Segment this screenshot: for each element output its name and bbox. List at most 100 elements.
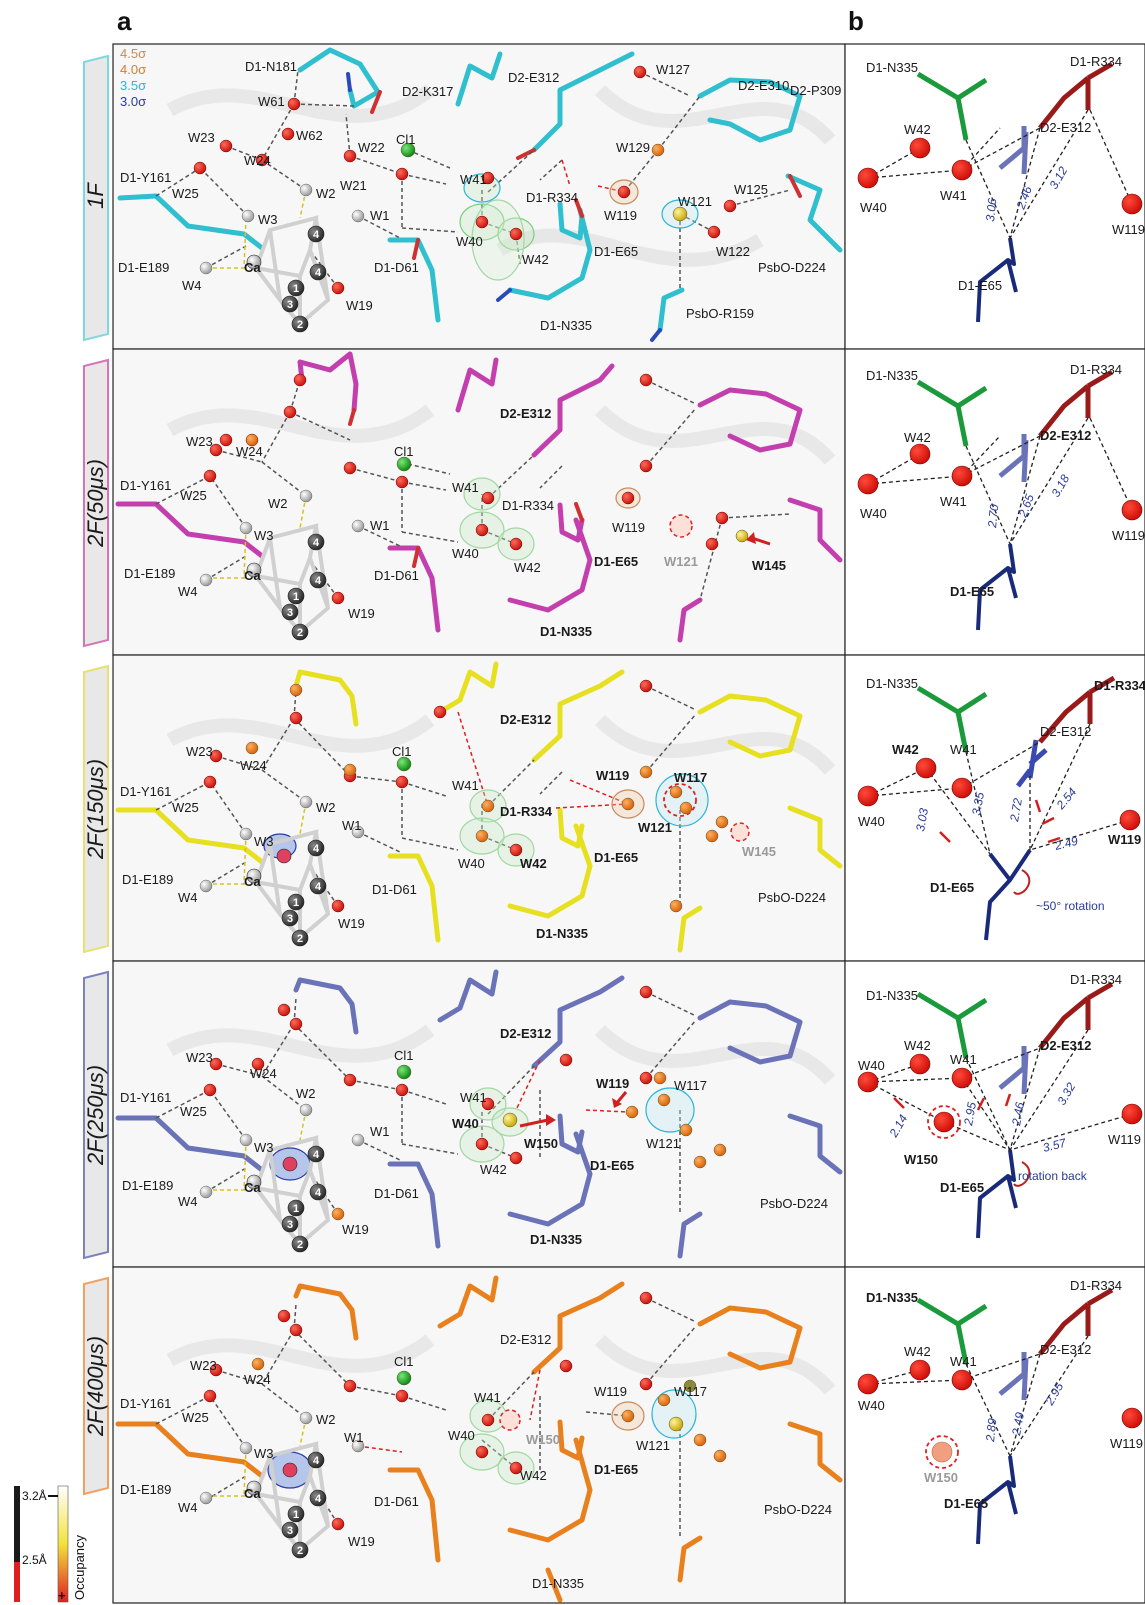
- side-tabs: 1F 2F(50μs) 2F(150μs) 2F(250μs) 2F(400μs…: [83, 54, 109, 1496]
- panel-b-2F-150us: D1-N335 D1-R334 W42 W41 D2-E312 W40 W119…: [857, 675, 1145, 941]
- svg-text:2: 2: [297, 319, 303, 331]
- svg-text:W119: W119: [596, 1076, 629, 1091]
- svg-text:4.5σ: 4.5σ: [120, 46, 146, 61]
- svg-text:W3: W3: [254, 1446, 274, 1461]
- svg-text:D1-D61: D1-D61: [374, 1186, 419, 1201]
- svg-text:W40: W40: [860, 506, 887, 521]
- svg-text:W24: W24: [244, 153, 271, 168]
- svg-text:W19: W19: [346, 298, 373, 313]
- tab-2F-250us: 2F(250μs): [83, 970, 109, 1260]
- svg-text:2.5Å: 2.5Å: [22, 1552, 47, 1567]
- svg-text:W25: W25: [182, 1410, 209, 1425]
- svg-text:2F(50μs): 2F(50μs): [83, 459, 108, 548]
- svg-text:D1-E189: D1-E189: [118, 260, 169, 275]
- tab-2F-150us: 2F(150μs): [83, 664, 109, 954]
- svg-text:3: 3: [287, 607, 293, 619]
- svg-text:D1-E65: D1-E65: [958, 278, 1002, 293]
- svg-text:3: 3: [287, 1219, 293, 1231]
- svg-text:D1-D61: D1-D61: [374, 1494, 419, 1509]
- svg-text:W19: W19: [338, 916, 365, 931]
- svg-text:W41: W41: [474, 1390, 501, 1405]
- svg-text:Cl1: Cl1: [394, 444, 414, 459]
- svg-text:D1-N335: D1-N335: [866, 60, 918, 75]
- svg-text:D2-E312: D2-E312: [1040, 1342, 1091, 1357]
- svg-text:PsbO-R159: PsbO-R159: [686, 306, 754, 321]
- panel-letter-b: b: [848, 6, 864, 36]
- svg-text:D2-E312: D2-E312: [508, 70, 559, 85]
- svg-text:Cl1: Cl1: [394, 1354, 414, 1369]
- panel-a-2F-250us: 44 13 2 D2-E312 W23 W24: [115, 969, 843, 1259]
- svg-text:W23: W23: [188, 130, 215, 145]
- svg-text:W41: W41: [940, 494, 967, 509]
- svg-text:W41: W41: [940, 188, 967, 203]
- svg-text:Ca: Ca: [244, 1180, 261, 1195]
- svg-text:D1-Y161: D1-Y161: [120, 1396, 171, 1411]
- svg-text:3.0σ: 3.0σ: [120, 94, 146, 109]
- svg-text:4: 4: [313, 843, 320, 855]
- svg-text:Cl1: Cl1: [392, 744, 412, 759]
- svg-text:W3: W3: [254, 528, 274, 543]
- svg-text:W41: W41: [950, 742, 977, 757]
- svg-text:W117: W117: [674, 1384, 707, 1399]
- svg-text:W42: W42: [892, 742, 919, 757]
- row-frames: [112, 43, 1145, 1604]
- svg-text:D2-E312: D2-E312: [500, 1026, 551, 1041]
- svg-text:2.89: 2.89: [983, 1417, 1000, 1443]
- svg-text:3: 3: [287, 913, 293, 925]
- svg-text:W3: W3: [258, 212, 278, 227]
- svg-text:W40: W40: [860, 200, 887, 215]
- svg-text:W19: W19: [348, 606, 375, 621]
- svg-text:W1: W1: [344, 1430, 364, 1445]
- svg-text:Ca: Ca: [244, 1486, 261, 1501]
- svg-text:D1-N335: D1-N335: [540, 318, 592, 333]
- svg-text:PsbO-D224: PsbO-D224: [760, 1196, 828, 1211]
- svg-text:1: 1: [293, 897, 299, 909]
- svg-text:2: 2: [297, 1545, 303, 1557]
- svg-text:2: 2: [297, 1239, 303, 1251]
- svg-text:W119: W119: [612, 520, 645, 535]
- svg-text:W19: W19: [342, 1222, 369, 1237]
- svg-text:2.46: 2.46: [1009, 1101, 1027, 1128]
- svg-text:W121: W121: [638, 820, 672, 835]
- svg-text:D2-E312: D2-E312: [500, 1332, 551, 1347]
- svg-text:W23: W23: [186, 744, 213, 759]
- svg-text:W40: W40: [452, 1116, 479, 1131]
- svg-text:W119: W119: [1108, 1132, 1141, 1147]
- svg-text:4: 4: [315, 575, 322, 587]
- svg-text:D1-E189: D1-E189: [122, 872, 173, 887]
- svg-text:2.49: 2.49: [1009, 1411, 1027, 1438]
- svg-text:PsbO-D224: PsbO-D224: [758, 890, 826, 905]
- svg-text:3.57: 3.57: [1041, 1135, 1068, 1155]
- svg-text:W41: W41: [452, 480, 479, 495]
- svg-text:W40: W40: [452, 546, 479, 561]
- svg-text:W41: W41: [460, 172, 487, 187]
- svg-text:4: 4: [313, 229, 320, 241]
- svg-text:4: 4: [315, 881, 322, 893]
- svg-text:D2-E310: D2-E310: [738, 78, 789, 93]
- svg-text:4: 4: [313, 1149, 320, 1161]
- svg-text:3: 3: [287, 299, 293, 311]
- panel-a-2F-150us: 44 13 2 Cl1 D2-E312 W23 W24 W41: [115, 661, 843, 953]
- svg-text:W24: W24: [240, 758, 267, 773]
- svg-text:4: 4: [315, 1493, 322, 1505]
- svg-text:W117: W117: [674, 770, 707, 785]
- svg-text:W40: W40: [458, 856, 485, 871]
- svg-text:W1: W1: [370, 1124, 390, 1139]
- svg-text:D1-N335: D1-N335: [866, 988, 918, 1003]
- svg-text:D1-N335: D1-N335: [536, 926, 588, 941]
- svg-text:D1-N335: D1-N335: [532, 1576, 584, 1591]
- svg-text:W2: W2: [316, 186, 336, 201]
- svg-text:W4: W4: [178, 890, 198, 905]
- svg-text:D1-E65: D1-E65: [594, 1462, 638, 1477]
- svg-text:W121: W121: [646, 1136, 680, 1151]
- svg-text:W25: W25: [180, 488, 207, 503]
- svg-text:W42: W42: [520, 1468, 547, 1483]
- svg-text:W41: W41: [460, 1090, 487, 1105]
- svg-text:D1-N335: D1-N335: [530, 1232, 582, 1247]
- svg-text:D1-N181: D1-N181: [245, 59, 297, 74]
- svg-text:W119: W119: [1108, 832, 1141, 847]
- svg-text:D2-K317: D2-K317: [402, 84, 453, 99]
- svg-text:D2-E312: D2-E312: [500, 406, 551, 421]
- svg-text:W121: W121: [636, 1438, 670, 1453]
- svg-text:4: 4: [315, 1187, 322, 1199]
